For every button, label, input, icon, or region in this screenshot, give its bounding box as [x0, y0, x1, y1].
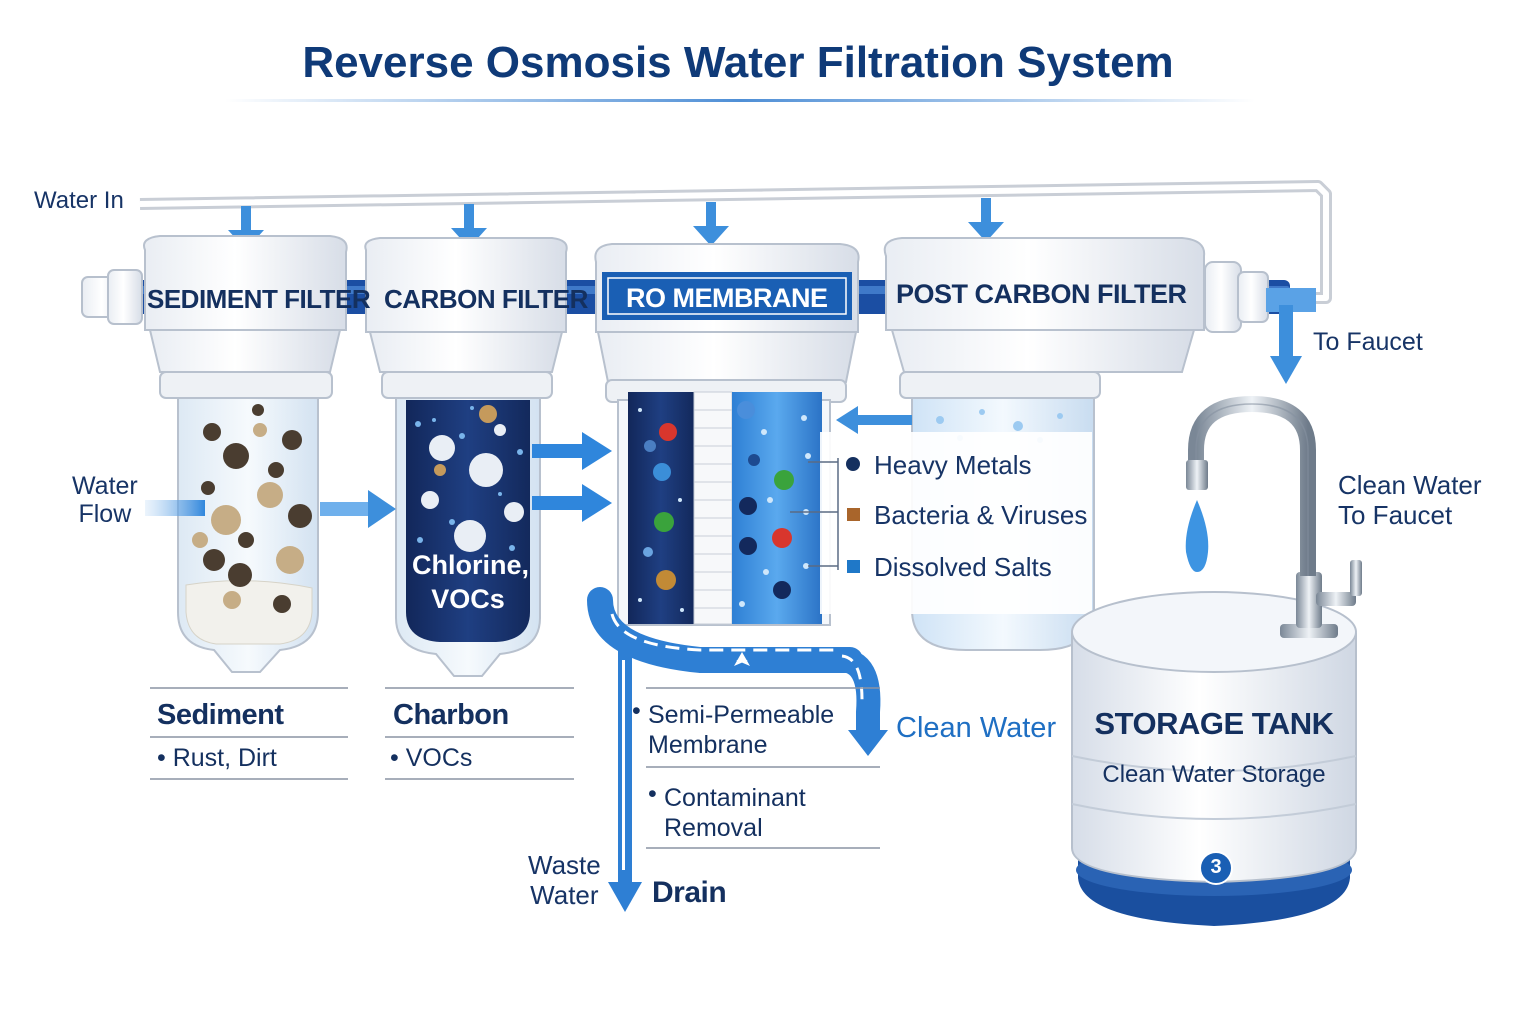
- membrane-caption-1: •Semi-Permeable Membrane: [632, 697, 835, 759]
- water-in-label: Water In: [34, 187, 124, 214]
- carbon-bullet: • VOCs: [390, 744, 473, 772]
- water-drop-icon: [1185, 500, 1209, 572]
- heavy-metals-marker: [846, 457, 860, 471]
- drain-label: Drain: [652, 876, 727, 909]
- contaminant-connectors: [790, 458, 839, 570]
- membrane-caption-2-text: Contaminant Removal: [664, 784, 806, 842]
- contaminant-bacteria-viruses: Bacteria & Viruses: [874, 500, 1088, 530]
- sediment-caption: Sediment: [157, 699, 284, 731]
- faucet-icon: [1186, 395, 1362, 638]
- storage-tank-badge: 3: [1210, 856, 1222, 878]
- caption-rules: [150, 687, 880, 849]
- drain-arrow-icon: [608, 640, 642, 912]
- storage-tank-title: STORAGE TANK: [1094, 706, 1334, 741]
- ro-membrane-title: RO MEMBRANE: [626, 283, 828, 313]
- membrane-caption-2: •Contaminant Removal: [648, 780, 806, 842]
- page-title: Reverse Osmosis Water Filtration System: [302, 38, 1174, 87]
- contaminant-dissolved-salts: Dissolved Salts: [874, 552, 1052, 582]
- clean-water-to-faucet-label: Clean Water To Faucet: [1338, 470, 1482, 530]
- clean-water-label: Clean Water: [896, 712, 1057, 744]
- clean-water-arrow-icon: [838, 648, 888, 756]
- reject-arrow-icon: [836, 406, 912, 434]
- post-carbon-filter-title: POST CARBON FILTER: [896, 279, 1187, 309]
- water-flow-arrows: [145, 432, 612, 528]
- waste-water-label: Waste Water: [528, 850, 601, 910]
- carbon-inner-text: Chlorine, VOCs: [412, 550, 530, 614]
- carbon-bullet-text: VOCs: [405, 744, 473, 772]
- sediment-bullet: • Rust, Dirt: [157, 744, 277, 772]
- storage-tank: [1071, 591, 1357, 926]
- carbon-filter-housing: [364, 237, 568, 677]
- carbon-caption: Charbon: [393, 699, 509, 731]
- water-flow-label: Water Flow: [72, 472, 138, 528]
- storage-tank-subtitle: Clean Water Storage: [1102, 761, 1326, 788]
- to-faucet-label: To Faucet: [1313, 328, 1423, 356]
- dissolved-salts-marker: [847, 560, 860, 573]
- sediment-filter-title: SEDIMENT FILTER: [147, 284, 371, 314]
- contaminant-panel: [820, 432, 1092, 614]
- outlet-arrow-icon: [1270, 305, 1302, 384]
- bacteria-marker: [847, 508, 860, 521]
- contaminant-heavy-metals: Heavy Metals: [874, 450, 1032, 480]
- membrane-caption-1-text: Semi-Permeable Membrane: [648, 701, 835, 759]
- title-underline: [225, 99, 1255, 102]
- carbon-filter-title: CARBON FILTER: [384, 284, 588, 314]
- ro-title-band: [602, 272, 852, 320]
- sediment-bullet-text: Rust, Dirt: [172, 744, 277, 772]
- sediment-filter-housing: [143, 235, 348, 673]
